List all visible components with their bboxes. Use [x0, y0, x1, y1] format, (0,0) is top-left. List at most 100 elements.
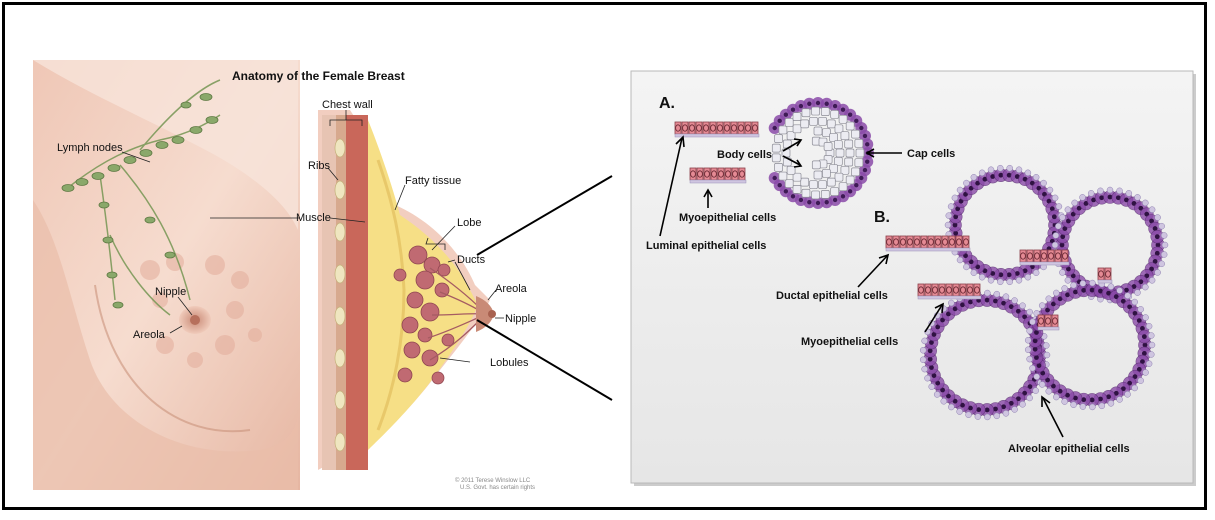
- nipple-front: [190, 315, 200, 325]
- body-cell: [819, 117, 827, 125]
- body-cell: [846, 176, 854, 184]
- label-ductal: Ductal epithelial cells: [776, 290, 888, 302]
- copyright-line-1: © 2011 Terese Winslow LLC: [455, 477, 531, 484]
- epithelial-cell: [921, 236, 927, 248]
- epithelial-cell: [689, 122, 695, 134]
- body-cell: [831, 188, 839, 196]
- body-cell: [836, 149, 844, 157]
- epithelial-cell: [967, 284, 973, 296]
- body-cell: [855, 139, 863, 147]
- body-cell: [812, 161, 820, 169]
- body-cell: [772, 154, 780, 162]
- epithelial-cell: [739, 168, 745, 180]
- epithelial-cell: [942, 236, 948, 248]
- epithelial-cell: [928, 236, 934, 248]
- epithelial-cell: [1027, 250, 1033, 262]
- label-chest-wall: Chest wall: [322, 99, 373, 111]
- epithelial-cell: [1020, 250, 1026, 262]
- epithelial-cell: [732, 168, 738, 180]
- body-cell: [812, 107, 820, 115]
- body-cell: [779, 126, 787, 134]
- epithelial-cell: [718, 168, 724, 180]
- epithelial-cell: [1045, 315, 1051, 327]
- body-cell: [834, 141, 842, 149]
- body-cell: [821, 108, 829, 116]
- label-cap-cells: Cap cells: [907, 148, 955, 160]
- copyright-line-2: U.S. Govt. has certain rights: [460, 485, 535, 491]
- body-cell: [827, 120, 835, 128]
- label-fatty-tissue: Fatty tissue: [405, 175, 461, 187]
- epithelial-cell: [918, 284, 924, 296]
- epithelial-cell: [956, 236, 962, 248]
- epithelial-cell: [725, 168, 731, 180]
- body-cell: [841, 132, 849, 140]
- body-cell: [814, 127, 822, 135]
- body-cell: [793, 113, 801, 121]
- label-myoepithelial-b: Myoepithelial cells: [801, 336, 898, 348]
- epithelial-cell: [939, 284, 945, 296]
- duct-lower-row-a: [690, 168, 746, 183]
- body-cell: [787, 166, 795, 174]
- epithelial-cell: [1038, 315, 1044, 327]
- duct-upper-row-a: [675, 122, 759, 137]
- body-cell: [801, 120, 809, 128]
- epithelial-cell: [696, 122, 702, 134]
- label-lymph-nodes: Lymph nodes: [57, 142, 123, 154]
- body-cell: [827, 178, 835, 186]
- epithelial-cell: [752, 122, 758, 134]
- epithelial-cell: [963, 236, 969, 248]
- epithelial-cell: [946, 284, 952, 296]
- epithelial-cell: [703, 122, 709, 134]
- epithelial-cell: [1055, 250, 1061, 262]
- epithelial-cell: [1098, 268, 1104, 280]
- label-body-cells: Body cells: [717, 149, 772, 161]
- epithelial-cell: [1062, 250, 1068, 262]
- epithelial-cell: [724, 122, 730, 134]
- epithelial-cell: [704, 168, 710, 180]
- epithelial-cell: [925, 284, 931, 296]
- body-cell: [785, 180, 793, 188]
- label-lobe: Lobe: [457, 217, 481, 229]
- epithelial-cell: [949, 236, 955, 248]
- body-cell: [821, 190, 829, 198]
- body-cell: [809, 181, 817, 189]
- epithelial-cell: [935, 236, 941, 248]
- body-cell: [779, 172, 787, 180]
- body-cell: [835, 173, 843, 181]
- epithelial-cell: [914, 236, 920, 248]
- label-myoepithelial-a: Myoepithelial cells: [679, 212, 776, 224]
- body-cell: [793, 125, 801, 133]
- section-a-label: A.: [659, 95, 675, 112]
- body-cell: [824, 143, 832, 151]
- front-view-illustration: [33, 60, 300, 490]
- epithelial-cell: [893, 236, 899, 248]
- epithelial-cell: [960, 284, 966, 296]
- body-cell: [812, 191, 820, 199]
- body-cell: [785, 118, 793, 126]
- epithelial-cell: [974, 284, 980, 296]
- body-cell: [814, 171, 822, 179]
- body-cell: [822, 169, 830, 177]
- body-cell: [802, 109, 810, 117]
- epithelial-cell: [682, 122, 688, 134]
- epithelial-cell: [1048, 250, 1054, 262]
- label-nipple-section: Nipple: [505, 313, 536, 325]
- label-ducts: Ducts: [457, 254, 486, 266]
- body-cell: [775, 163, 783, 171]
- epithelial-cell: [953, 284, 959, 296]
- epithelial-cell: [690, 168, 696, 180]
- label-lobules: Lobules: [490, 357, 529, 369]
- epithelial-cell: [745, 122, 751, 134]
- body-cell: [852, 168, 860, 176]
- label-alveolar: Alveolar epithelial cells: [1008, 443, 1130, 455]
- epithelial-cell: [711, 168, 717, 180]
- cross-section-illustration: [318, 110, 504, 470]
- epithelial-cell: [886, 236, 892, 248]
- body-cell: [809, 117, 817, 125]
- epithelial-cell: [932, 284, 938, 296]
- body-cell: [855, 159, 863, 167]
- epithelial-cell: [717, 122, 723, 134]
- label-nipple-front: Nipple: [155, 286, 186, 298]
